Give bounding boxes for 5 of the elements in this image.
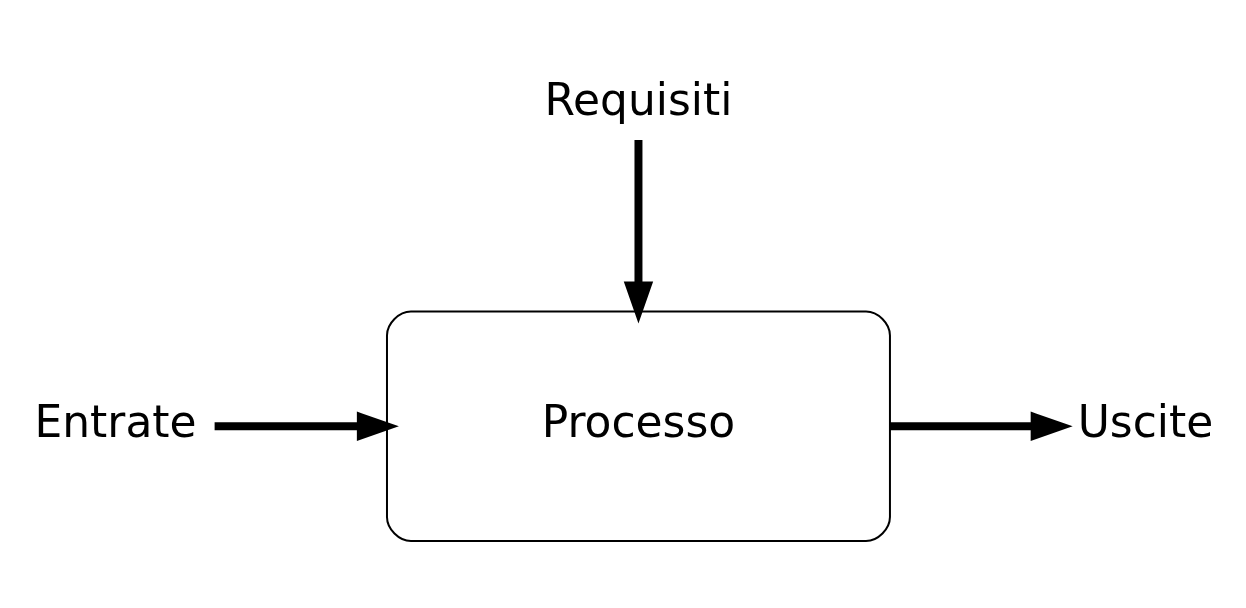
node-text: Uscite (1077, 395, 1214, 447)
node-box: Processo (386, 310, 891, 542)
node-text: Entrate (34, 395, 197, 447)
arrow (889, 411, 1073, 441)
node-text: Requisiti (544, 73, 733, 125)
